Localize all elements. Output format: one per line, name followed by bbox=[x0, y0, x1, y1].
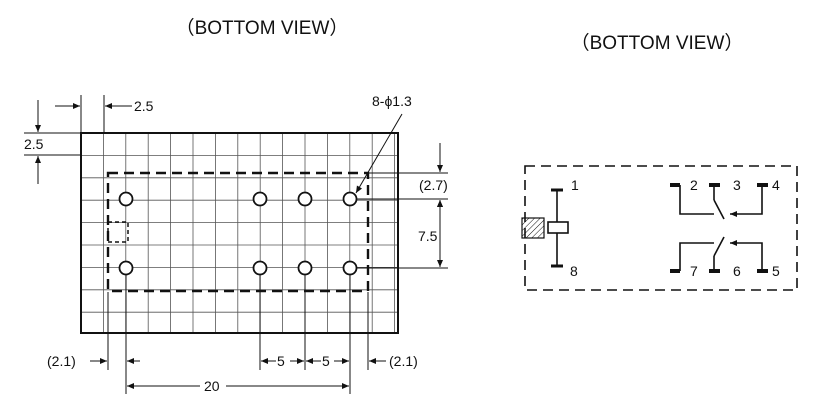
dim-bottom-right-label: (2.1) bbox=[389, 353, 418, 369]
dim-right bbox=[356, 143, 448, 269]
dim-top-offset-label: 2.5 bbox=[134, 98, 154, 114]
pin-5-label: 5 bbox=[772, 263, 780, 279]
pin-6-label: 6 bbox=[733, 263, 741, 279]
hole-spec-label: 8-ϕ1.3 bbox=[372, 93, 412, 109]
hole bbox=[118, 260, 134, 276]
diode-mark bbox=[521, 217, 545, 239]
dim-bottom-span-label: 20 bbox=[204, 378, 220, 394]
hole bbox=[297, 191, 313, 207]
pin-1-label: 1 bbox=[571, 177, 579, 193]
hole bbox=[297, 260, 313, 276]
pin-2-label: 2 bbox=[690, 177, 698, 193]
dim-right-top-label: (2.7) bbox=[419, 177, 448, 193]
dim-bottom-left-label: (2.1) bbox=[47, 353, 76, 369]
pin-4-label: 4 bbox=[772, 177, 780, 193]
dim-bottom-p1-label: 5 bbox=[277, 353, 285, 369]
dim-right-pitch-label: 7.5 bbox=[418, 228, 438, 244]
hole bbox=[342, 260, 358, 276]
hole bbox=[252, 260, 268, 276]
orientation-mark bbox=[107, 221, 129, 243]
hole bbox=[252, 191, 268, 207]
footprint-grid bbox=[81, 133, 398, 333]
hole bbox=[342, 191, 358, 207]
dim-bottom-p2-label: 5 bbox=[322, 353, 330, 369]
dim-left-offset-label: 2.5 bbox=[24, 136, 44, 152]
hole bbox=[118, 191, 134, 207]
dim-bottom bbox=[90, 275, 386, 394]
left-view-title: （BOTTOM VIEW） bbox=[176, 17, 349, 39]
contact-set-bottom bbox=[670, 236, 768, 273]
dim-left-offset bbox=[24, 100, 81, 184]
pin-holes bbox=[118, 191, 358, 276]
right-view-title: （BOTTOM VIEW） bbox=[571, 32, 744, 54]
coil-symbol bbox=[547, 188, 569, 268]
pin-8-label: 8 bbox=[570, 263, 578, 279]
dim-top-offset bbox=[55, 95, 132, 133]
pin-3-label: 3 bbox=[733, 177, 741, 193]
contact-set-top bbox=[670, 183, 768, 220]
hole-spec-leader bbox=[355, 113, 403, 194]
board-outline bbox=[80, 132, 399, 334]
pin-7-label: 7 bbox=[690, 263, 698, 279]
